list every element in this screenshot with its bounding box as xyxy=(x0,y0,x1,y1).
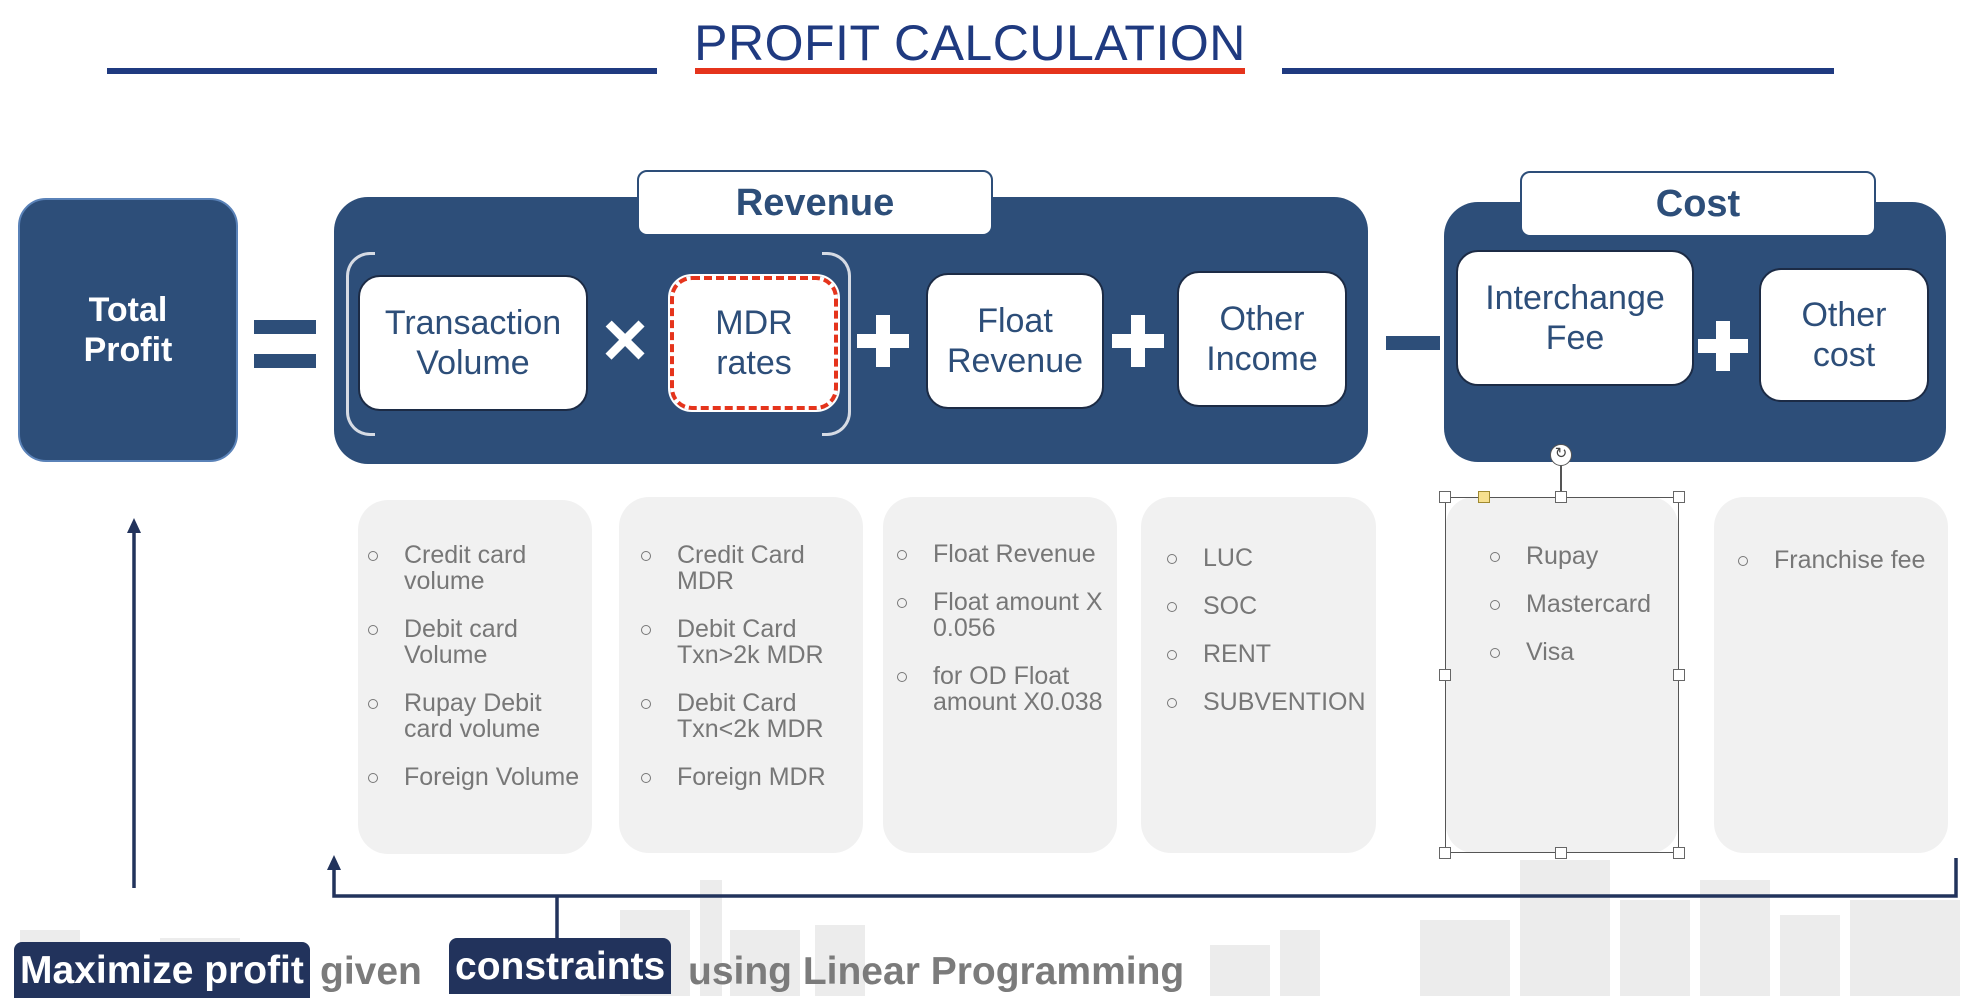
resize-handle-se[interactable] xyxy=(1673,847,1685,859)
given-label: given xyxy=(320,950,422,993)
times-sign: × xyxy=(602,295,648,383)
other-cost-box: Other cost xyxy=(1759,268,1929,402)
list-item: SUBVENTION xyxy=(1163,689,1376,715)
resize-handle-w[interactable] xyxy=(1439,669,1451,681)
list-item: Rupay Debit card volume xyxy=(364,690,592,742)
transaction-volume-details: Credit card volume Debit card Volume Rup… xyxy=(358,500,592,854)
rotate-handle-icon[interactable]: ↻ xyxy=(1550,444,1572,466)
title-underline xyxy=(695,68,1245,74)
list-item: Franchise fee xyxy=(1734,547,1948,573)
total-profit-box: Total Profit xyxy=(18,198,238,462)
linear-programming-label: using Linear Programming xyxy=(688,950,1185,993)
list-item: Debit card Volume xyxy=(364,616,592,668)
transaction-volume-box: Transaction Volume xyxy=(358,275,588,411)
other-cost-details: Franchise fee xyxy=(1714,497,1948,853)
minus-sign xyxy=(1386,336,1440,350)
list-item: Debit Card Txn>2k MDR xyxy=(637,616,863,668)
adjust-handle[interactable] xyxy=(1478,491,1490,503)
revenue-header: Revenue xyxy=(637,170,993,236)
list-item: SOC xyxy=(1163,593,1376,619)
resize-handle-s[interactable] xyxy=(1555,847,1567,859)
plus-sign-3 xyxy=(1698,321,1748,371)
maximize-profit-label: Maximize profit xyxy=(14,942,310,998)
title-rule-right xyxy=(1282,68,1834,74)
resize-handle-nw[interactable] xyxy=(1439,491,1451,503)
title-rule-left xyxy=(107,68,657,74)
constraints-label: constraints xyxy=(449,938,672,994)
interchange-fee-box: Interchange Fee xyxy=(1456,250,1694,386)
mdr-rates-box: MDR rates xyxy=(668,274,840,412)
list-item: Float amount X 0.056 xyxy=(893,589,1117,641)
list-item: Mastercard xyxy=(1486,591,1678,617)
plus-sign-1 xyxy=(857,315,909,367)
resize-handle-sw[interactable] xyxy=(1439,847,1451,859)
list-item: Visa xyxy=(1486,639,1678,665)
list-item: Debit Card Txn<2k MDR xyxy=(637,690,863,742)
equals-sign xyxy=(254,320,316,368)
plus-sign-2 xyxy=(1112,315,1164,367)
list-item: Foreign MDR xyxy=(637,764,863,790)
list-item: Rupay xyxy=(1486,543,1678,569)
interchange-fee-details[interactable]: Rupay Mastercard Visa xyxy=(1446,497,1678,853)
list-item: Foreign Volume xyxy=(364,764,592,790)
rotate-handle-stem xyxy=(1560,466,1562,497)
resize-handle-ne[interactable] xyxy=(1673,491,1685,503)
cost-header: Cost xyxy=(1520,171,1876,237)
resize-handle-e[interactable] xyxy=(1673,669,1685,681)
list-item: Credit card volume xyxy=(364,542,592,594)
float-revenue-box: Float Revenue xyxy=(926,273,1104,409)
resize-handle-n[interactable] xyxy=(1555,491,1567,503)
list-item: RENT xyxy=(1163,641,1376,667)
page-title: PROFIT CALCULATION xyxy=(694,15,1246,71)
other-income-details: LUC SOC RENT SUBVENTION xyxy=(1141,497,1376,853)
list-item: for OD Float amount X0.038 xyxy=(893,663,1117,715)
list-item: LUC xyxy=(1163,545,1376,571)
mdr-rates-details: Credit Card MDR Debit Card Txn>2k MDR De… xyxy=(619,497,863,853)
total-profit-label: Total Profit xyxy=(83,291,173,369)
other-income-box: Other Income xyxy=(1177,271,1347,407)
list-item: Float Revenue xyxy=(893,541,1117,567)
list-item: Credit Card MDR xyxy=(637,542,863,594)
float-revenue-details: Float Revenue Float amount X 0.056 for O… xyxy=(883,497,1117,853)
